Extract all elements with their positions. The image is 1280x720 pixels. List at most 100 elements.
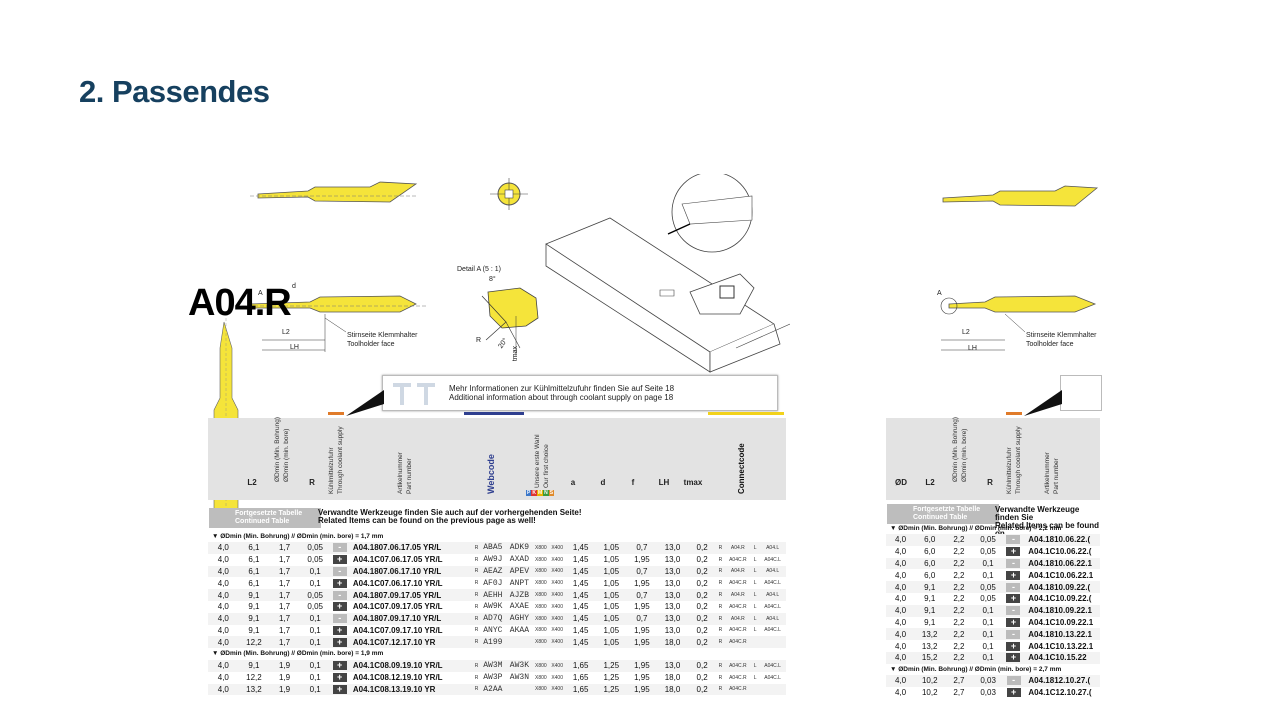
coolant-note-en: Additional information about through coo… [449,393,674,402]
continued-table-button[interactable]: Fortgesetzte Tabelle Continued Table [209,508,321,528]
f-cell: 1,95 [634,578,650,588]
r-cell: 0,1 [973,651,1003,664]
dmin-cell: 2,7 [944,675,974,687]
slide-title: 2. Passendes [79,74,270,109]
webcode-r-cell: AW3P [483,673,503,683]
od-cell: 4,0 [217,625,229,635]
webcode-r-cell: AEHH [479,589,507,601]
d-cell: 1,05 [595,636,627,649]
grade2-cell: X400 [551,627,563,634]
rcol-part-en: Part number [1053,458,1060,494]
coolant-yes-icon: + [332,625,347,635]
webcode-l-cell: AGHY [506,612,533,625]
note-pointer-right [1024,390,1062,416]
grade2-cell: X400 [551,580,563,587]
l-marker: L [751,589,760,601]
dim-r: R [476,337,482,344]
coolant-yes-icon: + [332,578,347,588]
r-cell: 0,05 [980,547,996,557]
r-marker: R [473,660,480,672]
r-marker: R [474,556,479,563]
rcol-od: ØD [895,478,907,487]
r-cell: 0,1 [299,683,331,696]
r-cell: 0,03 [973,675,1003,687]
part-number-cell: A04.1807.09.17.10 YR/L [348,612,474,625]
webcode-l-cell: AXAE [509,602,529,612]
lh-cell: 13,0 [664,578,681,588]
l2-cell: 12,2 [246,673,262,683]
grade2-cell: X400 [549,565,566,578]
continued-table-button-right[interactable]: Fortgesetzte Tabelle Continued Table [887,504,999,524]
l-marker: L [753,674,757,681]
r-cell: 0,05 [980,594,996,604]
dmin-cell: 2,2 [953,617,965,627]
coolant-stripe-right [1006,412,1022,415]
dim-angle: 8° [489,276,496,283]
connectcode-stripe [708,412,784,415]
connect-l-cell: A04C.L [764,556,781,563]
l2-cell: 15,2 [915,651,945,664]
coolant-cell: - [1002,534,1025,546]
webcode-r-cell: AW3M [479,660,507,672]
od-cell: 4,0 [208,636,239,649]
l2-cell: 9,1 [924,617,936,627]
dim-lh: LH [290,344,299,351]
detail-label: Detail A (5 : 1) [457,266,501,273]
l2-cell: 6,0 [915,534,945,546]
col-lh: LH [658,478,670,487]
d-cell: 1,05 [603,578,620,588]
connect-r-cell: A04C.R [729,603,747,610]
coolant-no-icon: - [332,543,347,553]
related-items-en-right: Related Items can be found on [995,521,1100,538]
r-marker: R [716,565,725,578]
material-p: P [526,490,532,496]
col-l2: L2 [247,478,257,487]
r-cell: 0,1 [299,636,331,649]
lh-cell: 18,0 [664,673,681,683]
r-marker: R [716,612,725,625]
coolant-yes-icon: + [332,673,347,683]
d-cell: 1,25 [595,683,627,696]
od-cell: 4,0 [217,602,229,612]
part-number-cell: A04.1807.06.17.10 YR/L [348,565,474,578]
r-marker: R [718,674,723,681]
coolant-cell: + [331,554,349,566]
coolant-cell: + [331,601,349,613]
connect-r-cell: A04C.R [724,636,752,649]
connect-l-cell [759,683,786,696]
part-number-cell: A04.1C10.13.22.1 [1028,641,1094,651]
webcode-l-cell: AJZB [506,589,533,601]
connect-l-cell: A04.L [759,542,786,554]
l2-cell: 13,2 [238,683,270,696]
webcode-l-cell [506,636,533,649]
col-part-en: Part number [406,458,413,494]
lh-cell: 13,0 [657,660,688,672]
